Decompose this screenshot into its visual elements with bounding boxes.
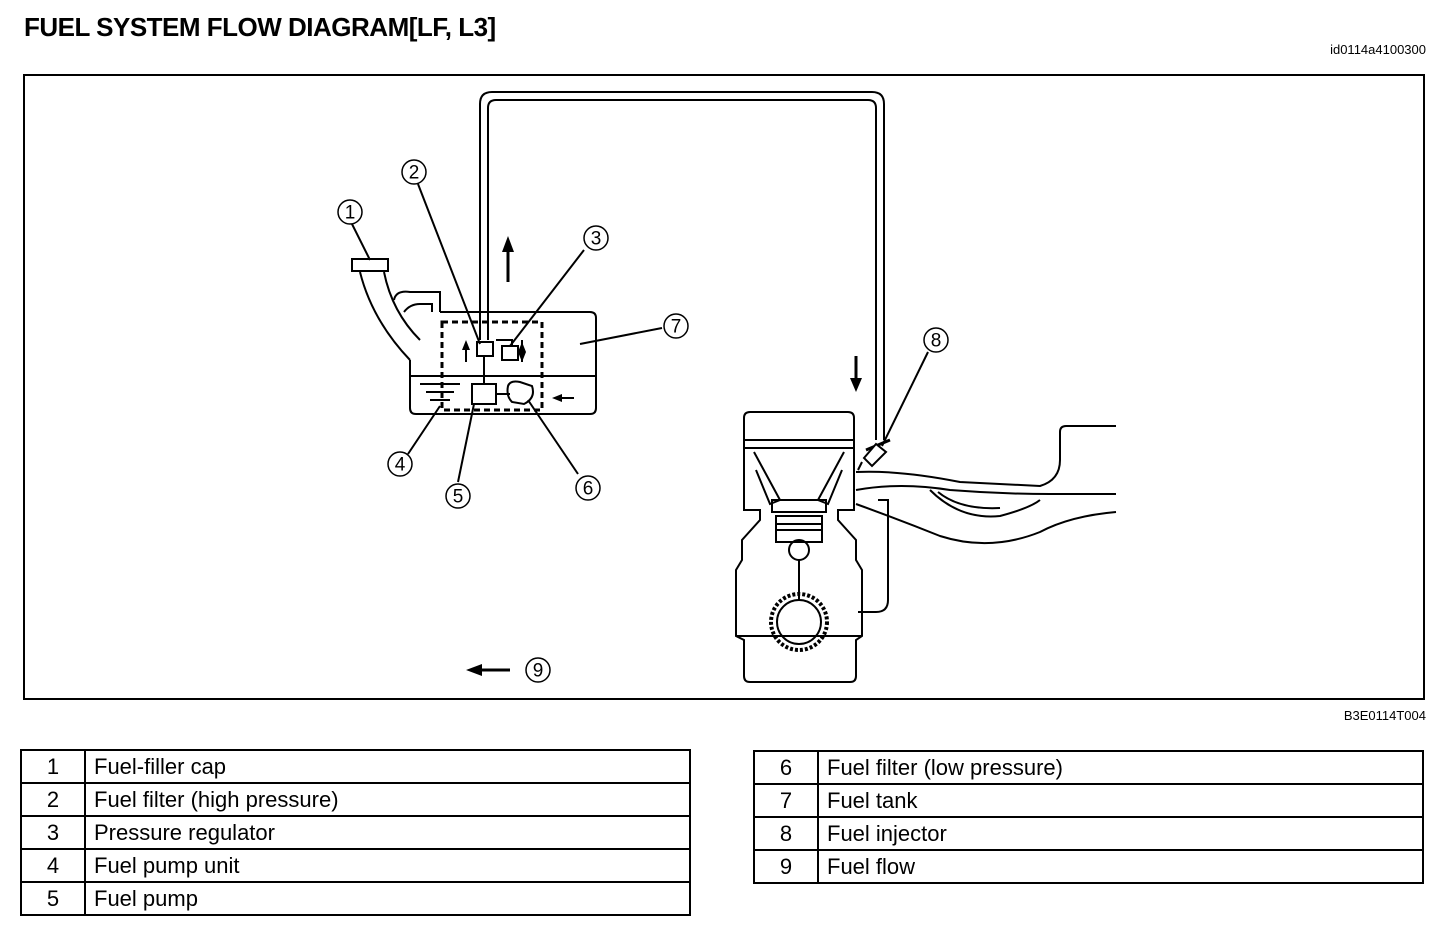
flow-arrow-left: [466, 664, 510, 676]
callout-9: 9: [533, 661, 544, 682]
callout-1: 1: [345, 203, 356, 224]
callout-3: 3: [591, 229, 602, 250]
legend-label: Fuel pump: [84, 881, 691, 916]
legend-number: 9: [753, 849, 819, 884]
leader-3: [509, 249, 585, 347]
legend-table-left: 1 Fuel-filler cap 2 Fuel filter (high pr…: [20, 749, 691, 916]
leader-1: [351, 223, 371, 261]
fuel-line-outer: [479, 91, 885, 440]
return-line: [858, 499, 889, 613]
table-row: 2 Fuel filter (high pressure): [20, 782, 691, 817]
fuel-injector: [857, 438, 891, 471]
legend-number: 8: [753, 816, 819, 851]
legend-label: Fuel filter (high pressure): [84, 782, 691, 817]
callout-2: 2: [409, 163, 420, 184]
legend-label: Fuel pump unit: [84, 848, 691, 883]
callout-8: 8: [931, 331, 942, 352]
leader-5: [457, 403, 475, 483]
legend-number: 1: [20, 749, 86, 784]
legend-number: 6: [753, 750, 819, 785]
page-title: FUEL SYSTEM FLOW DIAGRAM[LF, L3]: [24, 12, 496, 42]
fuel-tank: [409, 311, 597, 415]
legend-number: 4: [20, 848, 86, 883]
filler-neck: [351, 258, 441, 361]
table-row: 7 Fuel tank: [753, 783, 1424, 818]
leader-4: [407, 405, 441, 455]
flow-arrow-down: [850, 356, 862, 392]
callout-6: 6: [583, 479, 594, 500]
legend-label: Fuel flow: [817, 849, 1424, 884]
fuel-line-inner: [487, 99, 877, 440]
table-row: 4 Fuel pump unit: [20, 848, 691, 883]
figure-id: B3E0114T004: [1343, 708, 1426, 723]
diagram-frame: [23, 74, 1425, 700]
legend-table-right: 6 Fuel filter (low pressure) 7 Fuel tank…: [753, 750, 1424, 884]
leader-7: [579, 327, 663, 345]
engine: [735, 411, 863, 683]
legend-label: Pressure regulator: [84, 815, 691, 850]
table-row: 8 Fuel injector: [753, 816, 1424, 851]
document-id: id0114a4100300: [1330, 42, 1426, 57]
table-row: 6 Fuel filter (low pressure): [753, 750, 1424, 785]
leader-8: [881, 351, 929, 447]
leader-6: [527, 399, 579, 475]
table-row: 1 Fuel-filler cap: [20, 749, 691, 784]
legend-number: 2: [20, 782, 86, 817]
legend-label: Fuel filter (low pressure): [817, 750, 1424, 785]
table-row: 3 Pressure regulator: [20, 815, 691, 850]
intake-manifold: [855, 425, 1117, 545]
legend-number: 7: [753, 783, 819, 818]
callout-4: 4: [395, 455, 406, 476]
table-row: 9 Fuel flow: [753, 849, 1424, 884]
callout-5: 5: [453, 487, 464, 508]
callout-circles: [337, 159, 949, 683]
legend-label: Fuel injector: [817, 816, 1424, 851]
flow-arrow-up: [502, 236, 514, 282]
legend-label: Fuel tank: [817, 783, 1424, 818]
legend-number: 3: [20, 815, 86, 850]
legend-number: 5: [20, 881, 86, 916]
leader-2: [417, 183, 481, 345]
table-row: 5 Fuel pump: [20, 881, 691, 916]
legend-label: Fuel-filler cap: [84, 749, 691, 784]
callout-7: 7: [671, 317, 682, 338]
